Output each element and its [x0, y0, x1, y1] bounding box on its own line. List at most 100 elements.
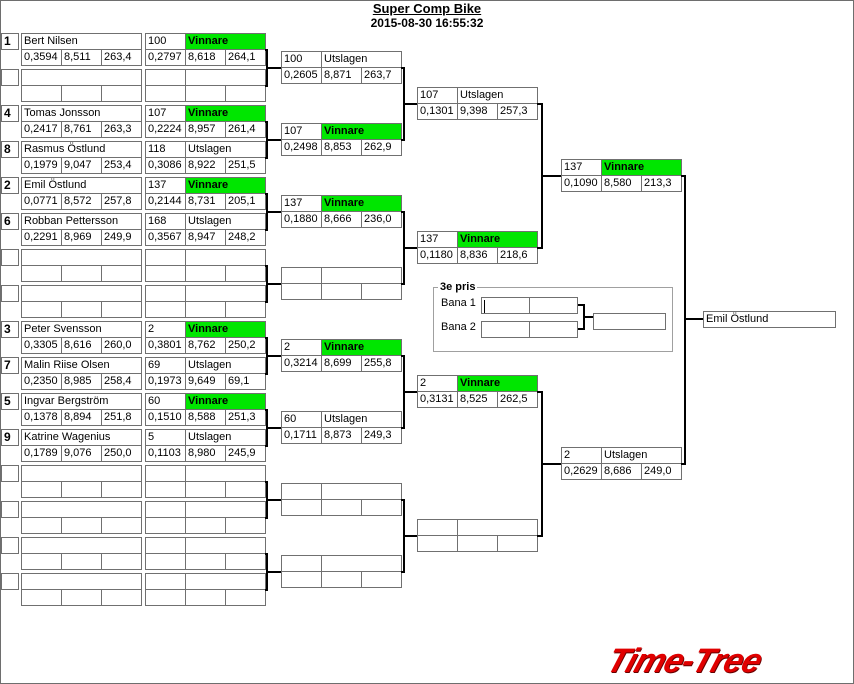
- entry-number[interactable]: 137: [145, 177, 186, 194]
- entry-status[interactable]: [321, 267, 402, 284]
- reaction-time[interactable]: 0,2291: [21, 229, 62, 246]
- entry-status[interactable]: Vinnare: [601, 159, 682, 176]
- entry-number[interactable]: 2: [561, 447, 602, 464]
- racer-name[interactable]: Bert Nilsen: [21, 33, 142, 50]
- reaction-time[interactable]: [21, 553, 62, 570]
- reaction-time[interactable]: 0,1301: [417, 103, 458, 120]
- speed[interactable]: [101, 553, 142, 570]
- elapsed-time[interactable]: 9,398: [457, 103, 498, 120]
- entry-status[interactable]: [185, 249, 266, 266]
- reaction-time[interactable]: [145, 517, 186, 534]
- speed[interactable]: [225, 553, 266, 570]
- elapsed-time[interactable]: [185, 553, 226, 570]
- reaction-time[interactable]: [417, 535, 458, 552]
- elapsed-time[interactable]: 8,666: [321, 211, 362, 228]
- elapsed-time[interactable]: 8,616: [61, 337, 102, 354]
- elapsed-time[interactable]: [321, 283, 362, 300]
- speed[interactable]: [225, 265, 266, 282]
- entry-status[interactable]: [185, 573, 266, 590]
- reaction-time[interactable]: 0,3086: [145, 157, 186, 174]
- entry-status[interactable]: Utslagen: [185, 429, 266, 446]
- racer-name[interactable]: Ingvar Bergström: [21, 393, 142, 410]
- entry-status[interactable]: Utslagen: [321, 411, 402, 428]
- elapsed-time[interactable]: 8,980: [185, 445, 226, 462]
- elapsed-time[interactable]: [61, 553, 102, 570]
- entry-status[interactable]: Vinnare: [457, 375, 538, 392]
- speed[interactable]: 245,9: [225, 445, 266, 462]
- reaction-time[interactable]: [21, 589, 62, 606]
- entry-number[interactable]: [281, 483, 322, 500]
- elapsed-time[interactable]: 8,873: [321, 427, 362, 444]
- speed[interactable]: [101, 265, 142, 282]
- reaction-time[interactable]: 0,1979: [21, 157, 62, 174]
- entry-status[interactable]: Vinnare: [185, 33, 266, 50]
- speed[interactable]: [101, 481, 142, 498]
- elapsed-time[interactable]: [321, 499, 362, 516]
- elapsed-time[interactable]: 8,580: [601, 175, 642, 192]
- entry-number[interactable]: [145, 573, 186, 590]
- entry-status[interactable]: Vinnare: [185, 177, 266, 194]
- reaction-time[interactable]: [21, 265, 62, 282]
- reaction-time[interactable]: [145, 553, 186, 570]
- entry-number[interactable]: 5: [145, 429, 186, 446]
- racer-name[interactable]: Tomas Jonsson: [21, 105, 142, 122]
- entry-number[interactable]: 168: [145, 213, 186, 230]
- reaction-time[interactable]: [281, 283, 322, 300]
- speed[interactable]: 264,1: [225, 49, 266, 66]
- reaction-time[interactable]: [21, 481, 62, 498]
- entry-number[interactable]: 118: [145, 141, 186, 158]
- reaction-time[interactable]: [145, 265, 186, 282]
- entry-number[interactable]: [145, 249, 186, 266]
- reaction-time[interactable]: 0,1180: [417, 247, 458, 264]
- elapsed-time[interactable]: [61, 265, 102, 282]
- entry-number[interactable]: [145, 465, 186, 482]
- lane1-field-a[interactable]: [481, 297, 530, 314]
- reaction-time[interactable]: [145, 301, 186, 318]
- entry-number[interactable]: 107: [417, 87, 458, 104]
- racer-name[interactable]: Peter Svensson: [21, 321, 142, 338]
- speed[interactable]: 258,4: [101, 373, 142, 390]
- entry-status[interactable]: Utslagen: [185, 213, 266, 230]
- entry-status[interactable]: [321, 555, 402, 572]
- speed[interactable]: 255,8: [361, 355, 402, 372]
- elapsed-time[interactable]: 8,572: [61, 193, 102, 210]
- reaction-time[interactable]: 0,3214: [281, 355, 322, 372]
- racer-name[interactable]: [21, 465, 142, 482]
- reaction-time[interactable]: [145, 85, 186, 102]
- entry-number[interactable]: 2: [417, 375, 458, 392]
- entry-status[interactable]: [457, 519, 538, 536]
- elapsed-time[interactable]: [185, 85, 226, 102]
- elapsed-time[interactable]: 8,985: [61, 373, 102, 390]
- elapsed-time[interactable]: [61, 481, 102, 498]
- elapsed-time[interactable]: 8,762: [185, 337, 226, 354]
- entry-number[interactable]: 137: [561, 159, 602, 176]
- reaction-time[interactable]: 0,2417: [21, 121, 62, 138]
- entry-number[interactable]: [145, 537, 186, 554]
- entry-status[interactable]: [185, 501, 266, 518]
- speed[interactable]: 236,0: [361, 211, 402, 228]
- speed[interactable]: 262,5: [497, 391, 538, 408]
- racer-name[interactable]: Emil Östlund: [21, 177, 142, 194]
- speed[interactable]: [101, 517, 142, 534]
- elapsed-time[interactable]: [185, 517, 226, 534]
- elapsed-time[interactable]: 8,853: [321, 139, 362, 156]
- speed[interactable]: [225, 301, 266, 318]
- entry-number[interactable]: [281, 555, 322, 572]
- reaction-time[interactable]: [21, 517, 62, 534]
- racer-name[interactable]: [21, 501, 142, 518]
- elapsed-time[interactable]: 8,511: [61, 49, 102, 66]
- racer-name[interactable]: [21, 537, 142, 554]
- reaction-time[interactable]: 0,1973: [145, 373, 186, 390]
- reaction-time[interactable]: 0,2350: [21, 373, 62, 390]
- elapsed-time[interactable]: [61, 589, 102, 606]
- reaction-time[interactable]: 0,1711: [281, 427, 322, 444]
- elapsed-time[interactable]: 8,871: [321, 67, 362, 84]
- speed[interactable]: [497, 535, 538, 552]
- elapsed-time[interactable]: 8,969: [61, 229, 102, 246]
- elapsed-time[interactable]: [185, 589, 226, 606]
- speed[interactable]: 250,2: [225, 337, 266, 354]
- entry-status[interactable]: Utslagen: [185, 357, 266, 374]
- speed[interactable]: 261,4: [225, 121, 266, 138]
- racer-name[interactable]: Katrine Wagenius: [21, 429, 142, 446]
- speed[interactable]: 251,3: [225, 409, 266, 426]
